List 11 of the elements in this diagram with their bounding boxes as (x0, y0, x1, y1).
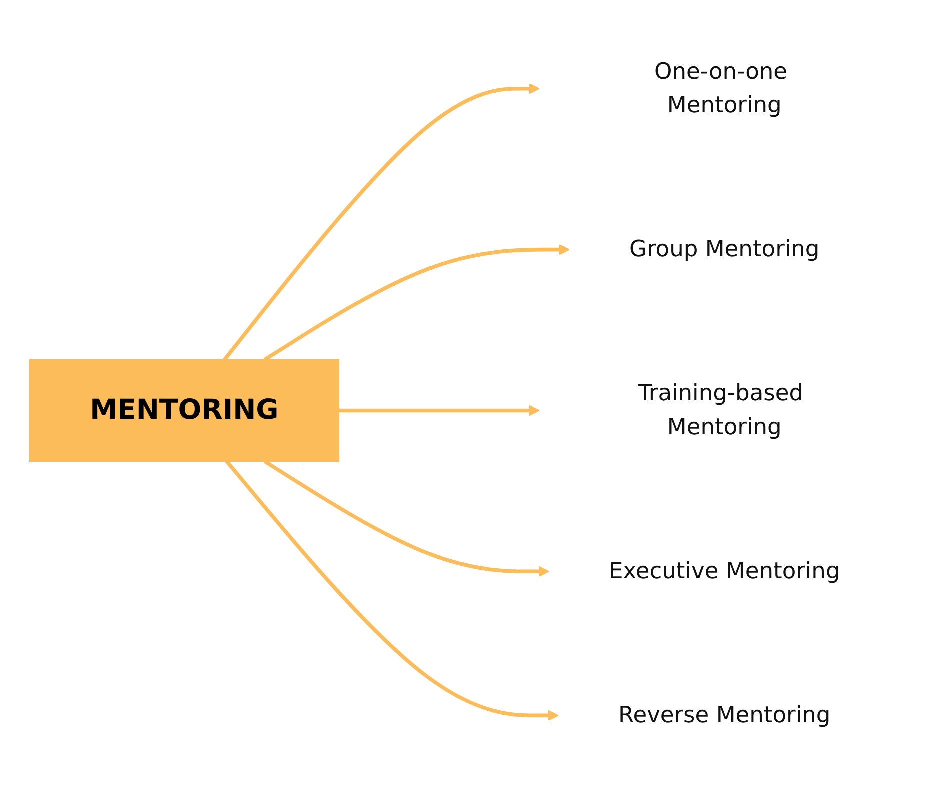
node-text: Reverse Mentoring (618, 702, 831, 729)
arrow (225, 460, 559, 722)
node-box: MENTORING (29, 360, 340, 462)
node-text: Group Mentoring (630, 236, 820, 264)
arrow (223, 84, 540, 362)
node-text: One-on-one Mentoring (654, 58, 788, 120)
arrow (264, 244, 570, 362)
arrow (338, 405, 540, 416)
node-text: Executive Mentoring (608, 558, 840, 585)
arrow (264, 460, 550, 578)
node-text: Training-based Mentoring (638, 380, 804, 441)
